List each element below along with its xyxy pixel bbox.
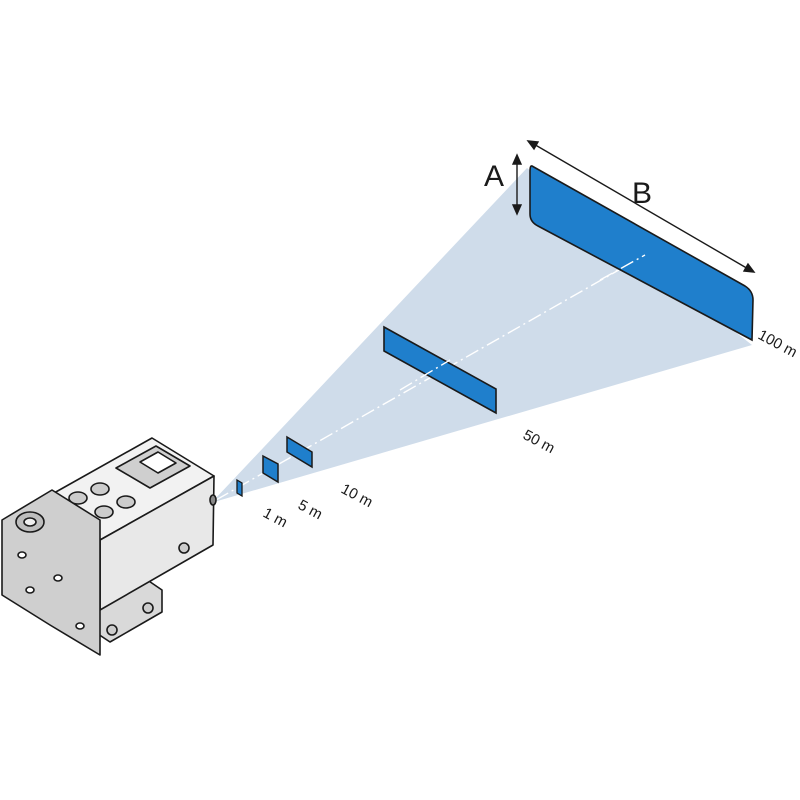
bracket-hole-4 [75,622,85,630]
screw-1 [178,542,190,554]
bracket-hole-1 [17,551,27,559]
label-100m: 100 m [755,327,800,362]
label-1m: 1 m [260,505,290,532]
spot-5m [262,454,279,484]
screw-3 [106,624,118,636]
beam-axis-over-100m [599,254,646,281]
dimension-a-arrow [511,153,523,216]
dimension-b-arrow [526,140,756,273]
label-b: B [632,177,652,210]
beam-axis-over-50m [399,359,451,391]
display-screen [139,451,177,474]
beam-aperture [209,494,217,506]
label-a: A [484,160,504,193]
spot-100m [529,165,754,342]
connector-2 [90,482,110,496]
spot-10m [286,435,313,469]
bracket-hole-2 [53,574,63,582]
bracket-hole-3 [25,586,35,594]
screw-2 [142,602,154,614]
connector-4 [116,495,136,509]
laser-scanner-icon [1,437,217,656]
mount-knob-inner [23,517,37,527]
label-10m: 10 m [338,481,375,512]
label-50m: 50 m [520,427,557,458]
label-5m: 5 m [295,497,325,524]
spot-50m [383,325,497,415]
mount-bracket-plate [1,489,101,656]
connector-1 [68,491,88,505]
spot-1m [236,478,243,498]
connector-3 [94,505,114,519]
